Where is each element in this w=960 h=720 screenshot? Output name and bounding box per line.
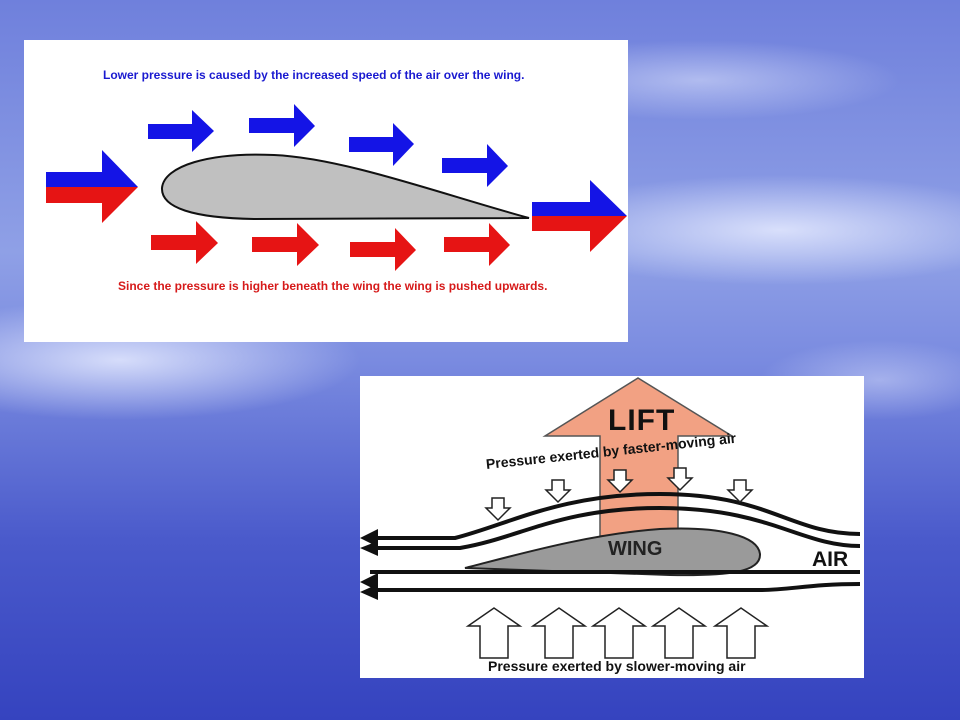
down-arrow-icon bbox=[544, 479, 572, 504]
upward-pressure-arrows bbox=[465, 607, 770, 659]
fast-air-arrows bbox=[148, 104, 508, 187]
outgoing-air-arrow-upper bbox=[532, 180, 627, 216]
airflow-line bbox=[370, 582, 861, 592]
air-label: AIR bbox=[812, 548, 849, 571]
slower-air-caption: Pressure exerted by slower-moving air bbox=[488, 658, 746, 674]
arrowhead-icon bbox=[360, 584, 378, 600]
up-arrow-icon bbox=[465, 607, 523, 659]
up-arrow-icon bbox=[530, 607, 588, 659]
down-arrow-icon bbox=[606, 469, 634, 494]
airflow-arrowheads bbox=[360, 529, 378, 600]
fast-air-arrow bbox=[442, 144, 508, 187]
outgoing-air-arrow-lower bbox=[532, 216, 627, 252]
up-arrow-icon bbox=[650, 607, 708, 659]
low-pressure-caption: Lower pressure is caused by the increase… bbox=[103, 68, 525, 82]
slow-air-arrows bbox=[151, 221, 510, 271]
fast-air-arrow bbox=[249, 104, 315, 147]
slow-air-arrow bbox=[151, 221, 218, 264]
fast-air-arrow bbox=[148, 110, 214, 152]
pressure-diagram bbox=[46, 104, 627, 271]
lift-label: LIFT bbox=[608, 404, 676, 437]
down-arrow-icon bbox=[666, 467, 694, 492]
lift-arrow bbox=[542, 377, 735, 537]
lift-diagram bbox=[360, 377, 861, 659]
downward-pressure-arrows bbox=[484, 467, 754, 522]
slow-air-arrow bbox=[444, 223, 510, 266]
wing-label: WING bbox=[608, 538, 663, 560]
fast-air-arrow bbox=[349, 123, 414, 166]
incoming-air-arrow-upper bbox=[46, 150, 138, 187]
high-pressure-caption: Since the pressure is higher beneath the… bbox=[118, 279, 548, 293]
arrowhead-icon bbox=[360, 541, 378, 556]
arrowhead-icon bbox=[360, 529, 378, 547]
slow-air-arrow bbox=[252, 223, 319, 266]
up-arrow-icon bbox=[590, 607, 648, 659]
lift-diagram-panel: LIFT WING AIR Pressure exerted by faster… bbox=[360, 376, 864, 678]
airflow-line bbox=[370, 491, 861, 540]
incoming-air-arrow-lower bbox=[46, 187, 138, 223]
airflow-line bbox=[370, 505, 861, 550]
airfoil-shape bbox=[160, 153, 530, 221]
pressure-diagram-panel: Lower pressure is caused by the increase… bbox=[24, 40, 628, 342]
down-arrow-icon bbox=[726, 479, 754, 504]
slow-air-arrow bbox=[350, 228, 416, 271]
up-arrow-icon bbox=[712, 607, 770, 659]
down-arrow-icon bbox=[484, 497, 512, 522]
airflow-lines bbox=[370, 491, 861, 592]
